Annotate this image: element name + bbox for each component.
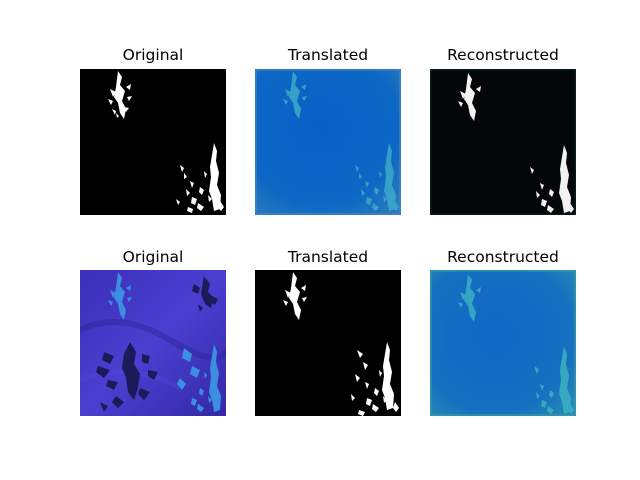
panel-title-r2c1: Original bbox=[122, 248, 184, 266]
image-reconstructed-teal bbox=[430, 270, 576, 416]
fabric-image bbox=[80, 270, 226, 416]
panel-title-r2c2: Translated bbox=[287, 248, 369, 266]
image-original-fabric bbox=[80, 270, 226, 416]
panel-title-r1c3: Reconstructed bbox=[447, 46, 559, 64]
panel-title-r1c2: Translated bbox=[287, 46, 369, 64]
generated-blue-image bbox=[255, 69, 401, 215]
image-original-mask bbox=[80, 69, 226, 215]
mask-image bbox=[80, 69, 226, 215]
reconstructed-teal-image bbox=[430, 270, 576, 416]
image-translated-blue bbox=[255, 69, 401, 215]
translated-mask-image bbox=[255, 270, 401, 416]
image-reconstructed-mask bbox=[430, 69, 576, 215]
panel-title-r1c1: Original bbox=[122, 46, 184, 64]
panel-title-r2c3: Reconstructed bbox=[447, 248, 559, 266]
image-translated-mask bbox=[255, 270, 401, 416]
reconstructed-mask-image bbox=[430, 69, 576, 215]
